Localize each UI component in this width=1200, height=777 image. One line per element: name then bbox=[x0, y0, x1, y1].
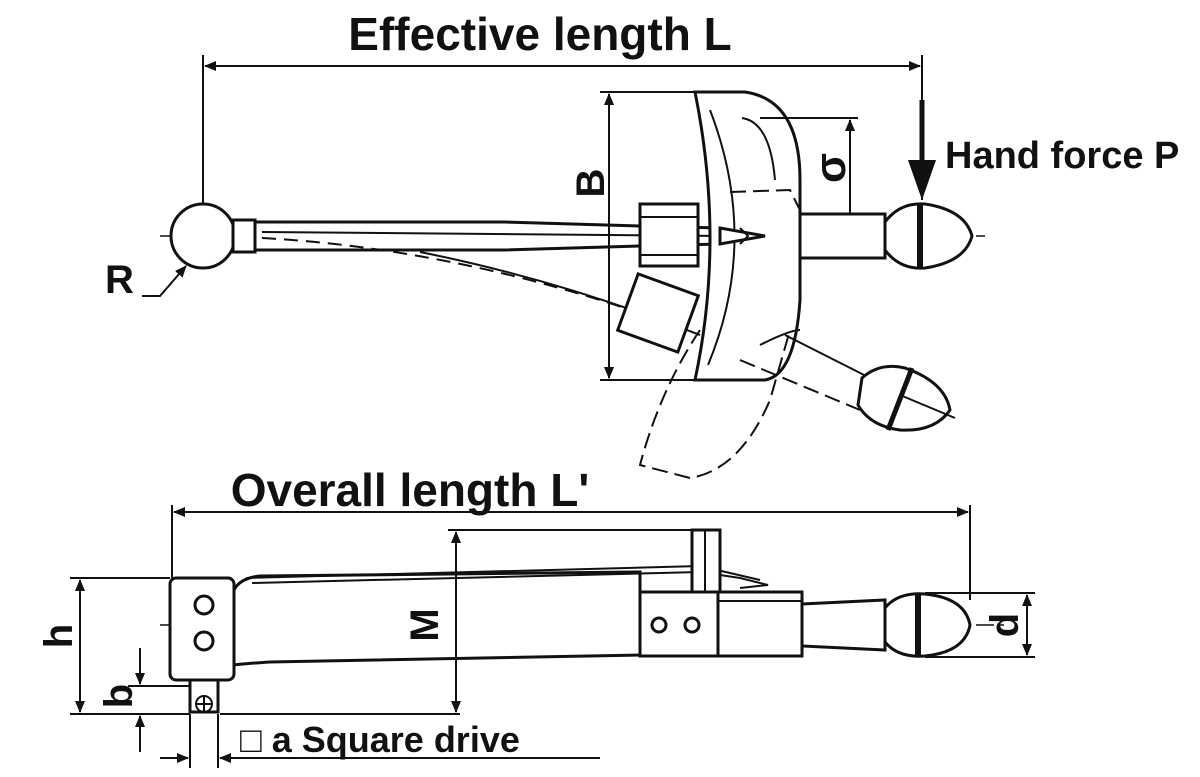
hand-force-arrow: Hand force P bbox=[908, 100, 1179, 200]
hand-force-label: Hand force P bbox=[945, 135, 1179, 177]
M-label: M bbox=[403, 608, 447, 641]
d-label: d bbox=[983, 613, 1027, 637]
side-handle bbox=[800, 592, 972, 658]
effective-length-dimension: Effective length L bbox=[202, 8, 923, 240]
square-drive-label: □ a Square drive bbox=[240, 719, 520, 760]
d-dimension: d bbox=[925, 592, 1035, 658]
R-label: R bbox=[105, 258, 134, 302]
head-block bbox=[168, 576, 236, 714]
effective-length-label: Effective length L bbox=[348, 8, 731, 60]
pointer-flag bbox=[690, 528, 769, 600]
side-view: Overall length L' bbox=[37, 464, 1035, 768]
top-view: Effective length L Hand force P R bbox=[105, 8, 1179, 480]
handle bbox=[798, 202, 974, 270]
h-label: h bbox=[37, 624, 81, 648]
b-dimension: b bbox=[97, 648, 190, 752]
sigma-label: σ bbox=[806, 153, 855, 183]
pivot-block bbox=[638, 202, 700, 268]
b-label: b bbox=[97, 684, 141, 708]
body-box bbox=[638, 590, 804, 658]
h-dimension: h bbox=[37, 577, 190, 715]
deflected-position bbox=[615, 188, 956, 480]
ball-end: R bbox=[105, 202, 257, 302]
overall-length-dimension: Overall length L' bbox=[171, 464, 971, 600]
scale-plate bbox=[693, 90, 802, 382]
B-label: B bbox=[569, 169, 613, 198]
M-dimension: M bbox=[220, 529, 692, 715]
B-dimension: B bbox=[569, 91, 695, 381]
overall-length-label: Overall length L' bbox=[231, 464, 590, 516]
square-drive-dimension: □ a Square drive bbox=[160, 714, 600, 768]
